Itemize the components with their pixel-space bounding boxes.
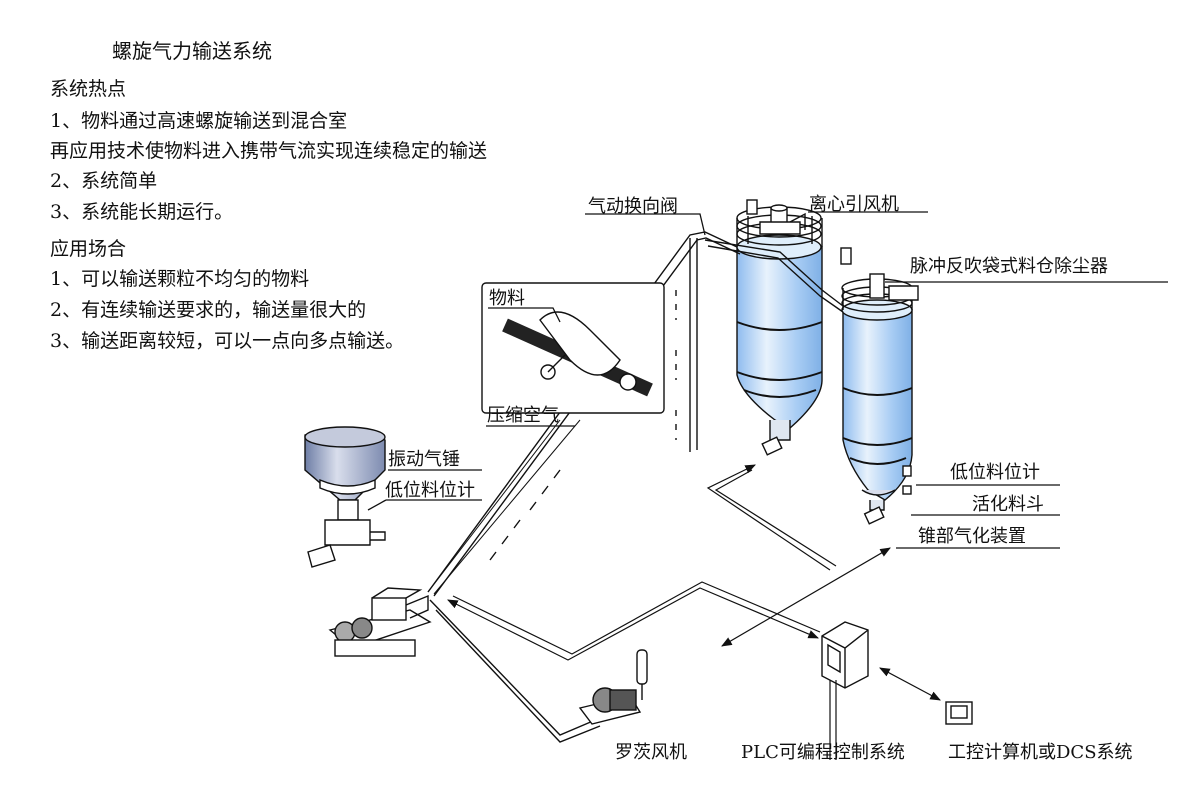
application-item: 3、输送距离较短，可以一点向多点输送。 <box>50 330 405 352</box>
mixing-chamber-detail <box>427 282 665 595</box>
label-low-level-gauge-left: 低位料位计 <box>385 480 475 501</box>
features-heading: 系统热点 <box>50 78 127 100</box>
feature-item: 再应用技术使物料进入携带气流实现连续稳定的输送 <box>50 140 488 162</box>
feature-item: 1、物料通过高速螺旋输送到混合室 <box>50 110 348 132</box>
label-plc: PLC可编程控制系统 <box>741 742 905 763</box>
applications-heading: 应用场合 <box>50 238 127 260</box>
leader-lines <box>367 211 1168 549</box>
label-pulse-dust-collector: 脉冲反吹袋式料仓除尘器 <box>910 256 1108 277</box>
application-item: 1、可以输送颗粒不均匀的物料 <box>50 268 310 290</box>
roots-blower <box>578 649 648 725</box>
feature-item: 2、系统简单 <box>50 170 158 192</box>
diagram-title: 螺旋气力输送系统 <box>112 39 272 63</box>
label-compressed-air: 压缩空气 <box>487 405 559 426</box>
silo-right <box>841 273 919 525</box>
label-activation-hopper: 活化料斗 <box>972 494 1044 515</box>
feature-item: 3、系统能长期运行。 <box>50 201 234 223</box>
label-centrifugal-fan: 离心引风机 <box>809 194 899 215</box>
computer-terminal <box>945 701 973 725</box>
silo-left <box>736 199 852 456</box>
plc-cabinet <box>821 621 869 689</box>
application-item: 2、有连续输送要求的，输送量很大的 <box>50 299 367 321</box>
screw-feeder <box>328 587 432 657</box>
label-low-level-gauge-right: 低位料位计 <box>950 462 1040 483</box>
signal-lines <box>447 464 941 760</box>
label-roots-blower: 罗茨风机 <box>615 742 687 763</box>
conveying-pipe <box>427 231 844 743</box>
label-cone-aeration: 锥部气化装置 <box>918 526 1026 547</box>
feed-hopper <box>304 426 386 568</box>
label-material: 物料 <box>489 288 525 309</box>
label-diverter-valve: 气动换向阀 <box>588 196 678 217</box>
label-vibration-hammer: 振动气锤 <box>388 449 460 470</box>
label-ipc-dcs: 工控计算机或DCS系统 <box>948 742 1133 763</box>
